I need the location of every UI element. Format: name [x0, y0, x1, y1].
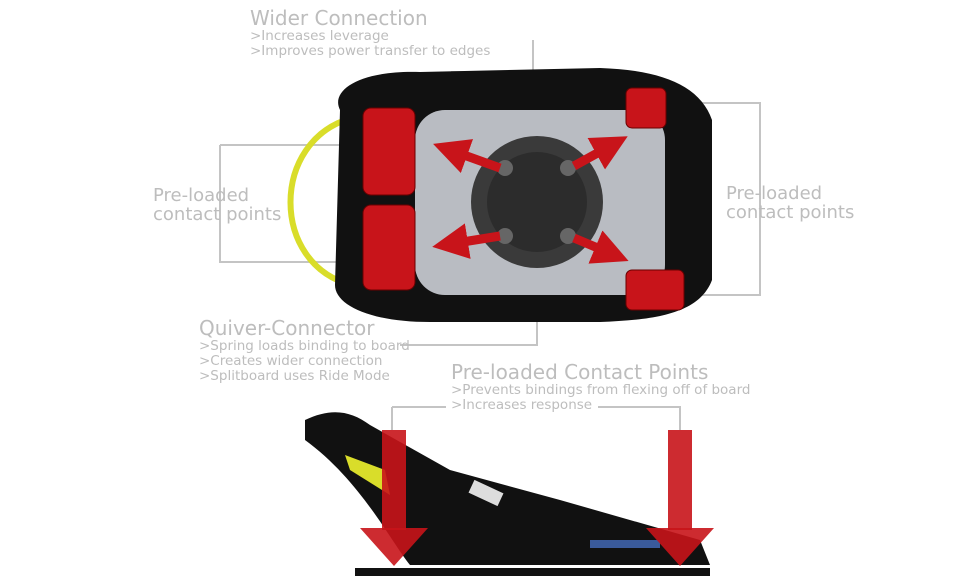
quiver-connector-callout: Quiver-Connector >Spring loads binding t…	[199, 318, 410, 384]
left-contact-callout: Pre-loaded contact points	[153, 186, 281, 224]
callout-title: Pre-loaded Contact Points	[451, 360, 709, 384]
callout-point: >Increases response	[451, 397, 593, 413]
callout-point: >Spring loads binding to board	[199, 338, 410, 354]
callout-point: >Creates wider connection	[199, 353, 383, 369]
callout-point: >Splitboard uses Ride Mode	[199, 368, 390, 384]
callout-title: Quiver-Connector	[199, 316, 375, 340]
wider-connection-callout: Wider Connection >Increases leverage >Im…	[250, 8, 490, 59]
callout-line: contact points	[153, 204, 282, 225]
red-arrows	[432, 136, 629, 264]
binding-top-view	[287, 68, 712, 322]
highback-arc	[287, 115, 353, 288]
right-contact-callout: Pre-loaded contact points	[726, 184, 854, 222]
callout-title: Wider Connection	[250, 6, 428, 30]
binding-side-view	[305, 412, 714, 576]
callout-line: contact points	[726, 202, 855, 223]
callout-line: Pre-loaded	[726, 183, 823, 204]
contact-points-callout: Pre-loaded Contact Points >Prevents bind…	[451, 362, 750, 413]
callout-point: >Improves power transfer to edges	[250, 43, 491, 59]
contact-pads	[362, 87, 685, 311]
callout-point: >Increases leverage	[250, 28, 389, 44]
callout-line: Pre-loaded	[153, 185, 250, 206]
contact-arrows	[360, 430, 714, 566]
callout-point: >Prevents bindings from flexing off of b…	[451, 382, 751, 398]
